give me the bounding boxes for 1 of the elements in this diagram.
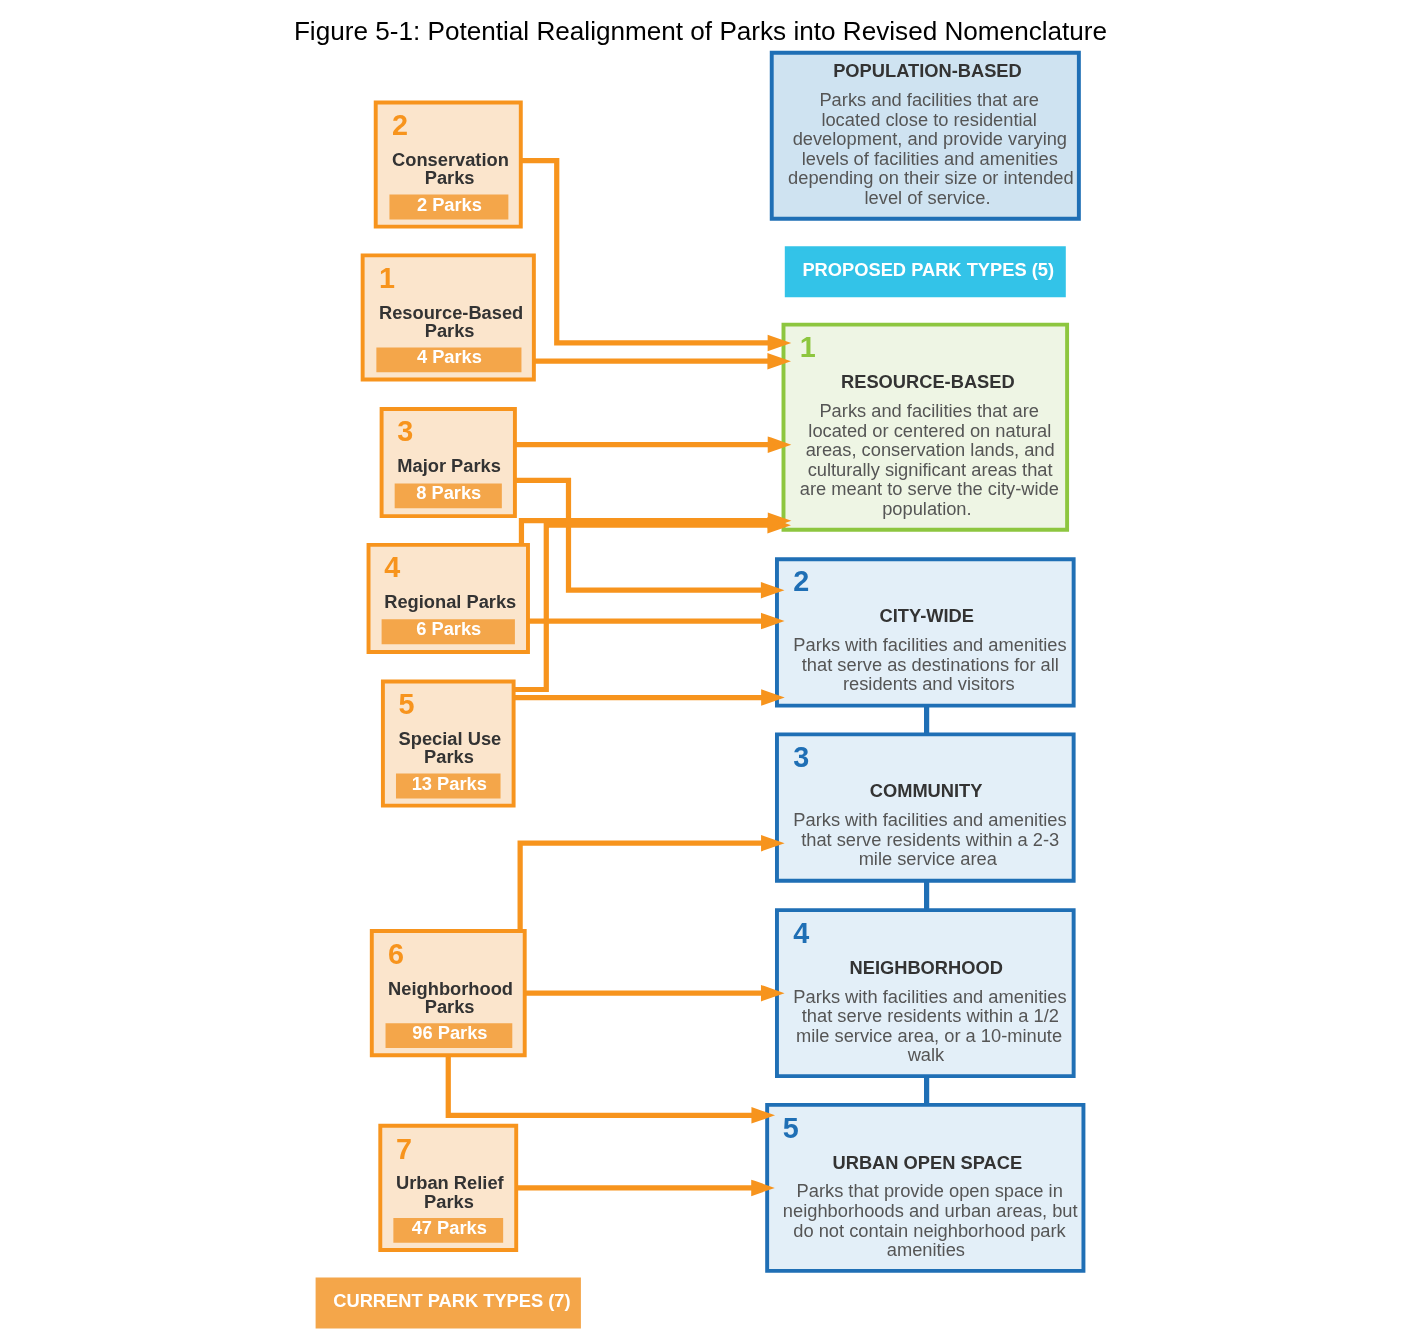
diagram-title: Figure 5-1: Potential Realignment of Parks into Revised Nomenclature [293, 15, 1108, 46]
